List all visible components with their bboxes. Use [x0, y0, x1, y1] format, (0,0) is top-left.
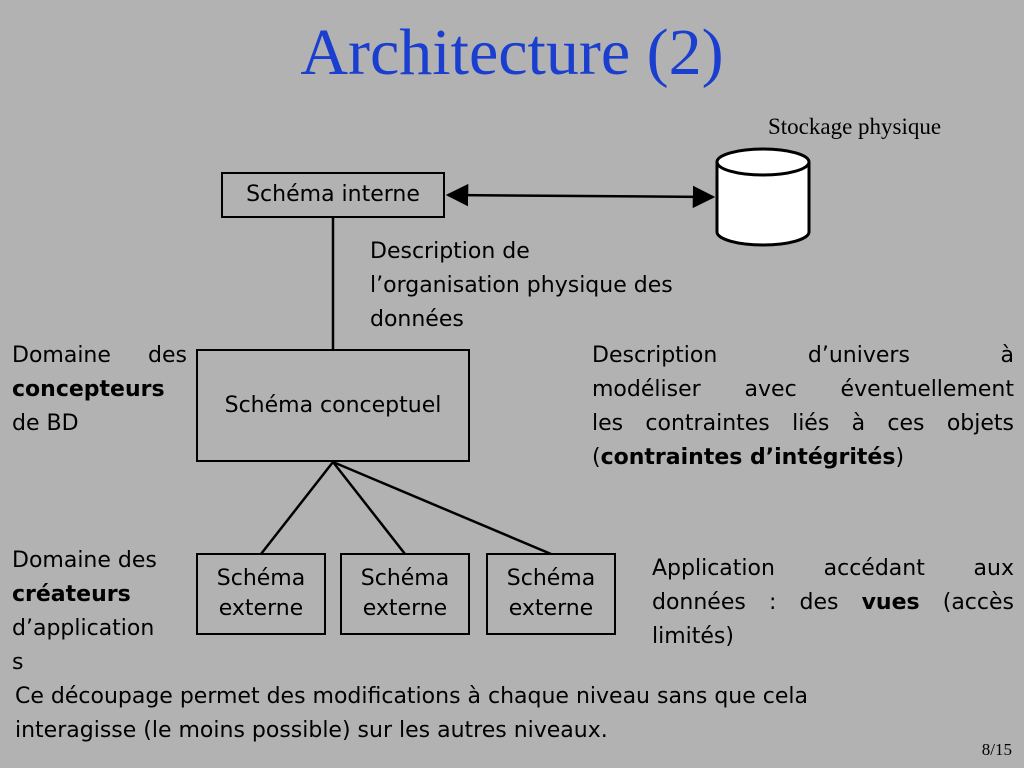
external-schema-2-line1: Schéma	[360, 566, 450, 592]
external-schema-box-2: Schéma externe	[340, 553, 470, 635]
conceptual-schema-box: Schéma conceptuel	[196, 349, 470, 462]
slide-title: Architecture (2)	[300, 16, 724, 89]
footer-text: Ce découpage permet des modifications à …	[15, 684, 808, 743]
application-access-text: Application accédant aux données : des v…	[652, 556, 1014, 649]
internal-schema-label: Schéma interne	[246, 182, 420, 208]
conceptual-to-external-2-line	[332, 461, 406, 555]
page-number: 8/15	[981, 740, 1012, 759]
external-schema-box-3: Schéma externe	[486, 553, 616, 635]
internal-schema-box: Schéma interne	[221, 172, 445, 218]
external-schema-3-line2: externe	[508, 596, 594, 621]
external-schema-1-line1: Schéma	[216, 566, 306, 592]
external-schema-2-line2: externe	[362, 596, 448, 621]
database-cylinder-icon	[715, 147, 811, 247]
designers-domain-text: Domaine des concepteurs de BD	[12, 343, 187, 436]
universe-description-text: Description d’univers à modéliser avec é…	[592, 343, 1014, 470]
external-schema-3-line1: Schéma	[506, 566, 596, 592]
conceptual-to-external-1-line	[260, 461, 334, 555]
conceptual-schema-label: Schéma conceptuel	[224, 392, 442, 418]
physical-description-text: Description de l’organisation physique d…	[370, 239, 673, 332]
external-schema-1-line2: externe	[218, 596, 304, 621]
conceptual-to-external-3-line	[332, 460, 552, 556]
storage-label: Stockage physique	[768, 114, 942, 139]
internal-to-storage-arrow	[445, 183, 716, 209]
external-schema-box-1: Schéma externe	[196, 553, 326, 635]
creators-domain-text: Domaine des créateurs d’application s	[12, 548, 157, 675]
